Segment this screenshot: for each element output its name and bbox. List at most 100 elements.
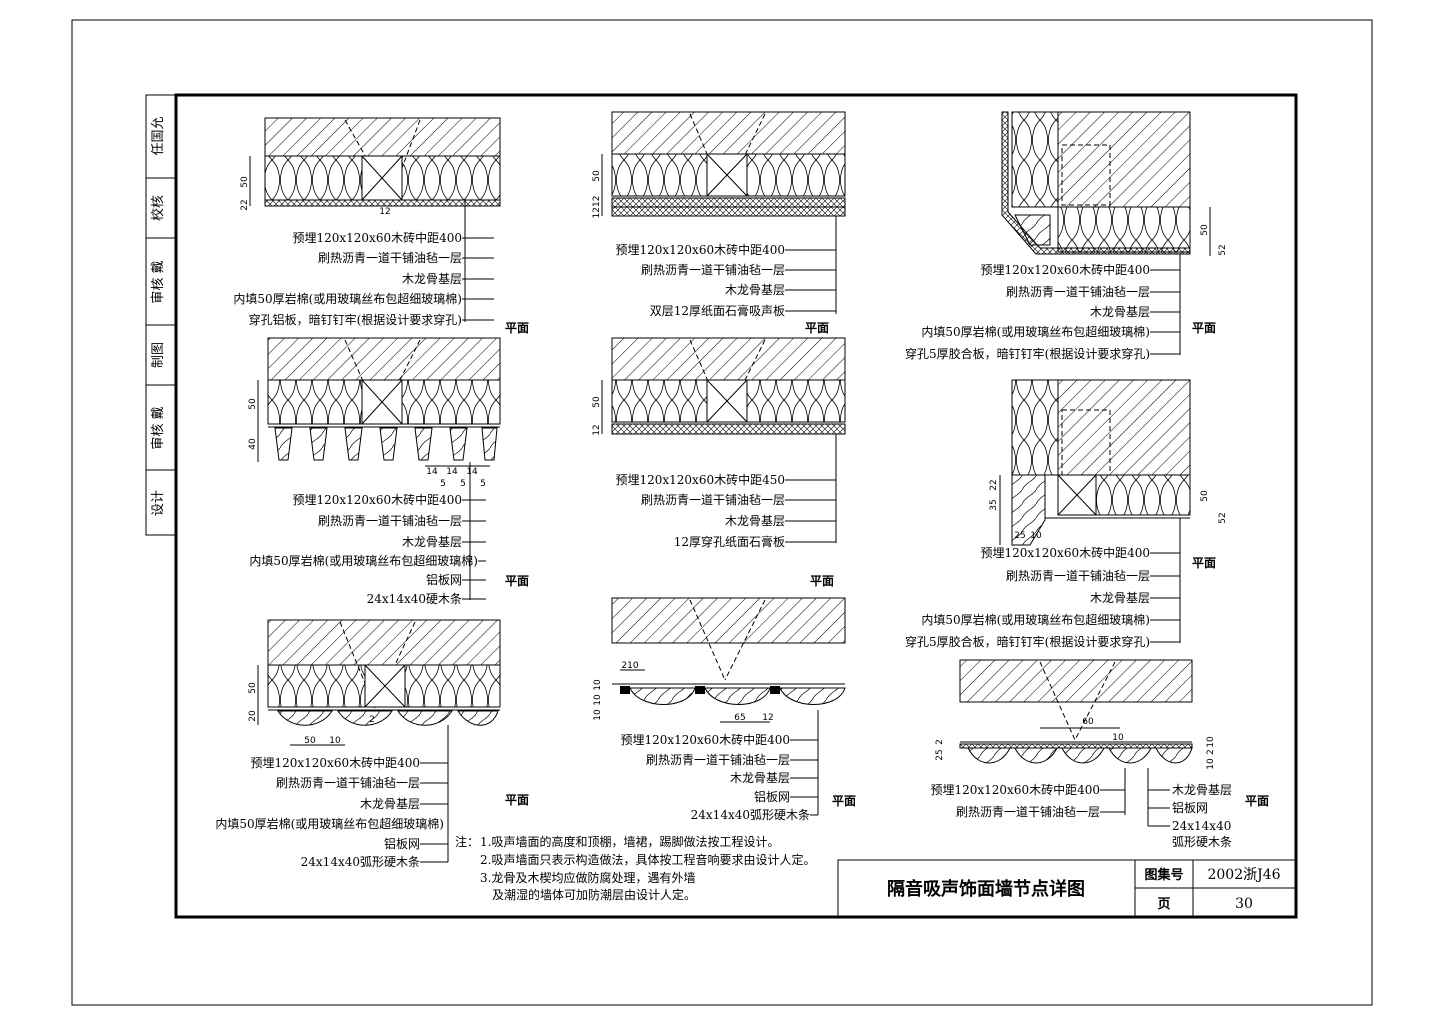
d9-labels-right: 木龙骨基层 铝板网 24x14x40 弧形硬木条 [1148, 783, 1232, 849]
title-block: 隔音吸声饰面墙节点详图 图集号 2002浙J46 页 30 [837, 859, 1297, 918]
d3-dim-3: 50 [304, 736, 316, 746]
d9-dim-2: 25 [935, 749, 945, 760]
d7-label-4: 穿孔5厚胶合板，暗钉钉牢(根据设计要求穿孔) [905, 346, 1150, 361]
d8-labels: 预埋120x120x60木砖中距400 刷热沥青一道干铺油毡一层 木龙骨基层 内… [905, 545, 1180, 649]
note-line-2: 3.龙骨及木楔均应做防腐处理，遇有外墙 [480, 870, 695, 885]
detail-9: 60 10 25 2 10 2 10 预埋120x120x60木砖中距400 刷… [930, 659, 1269, 849]
d1-dim-0: 50 [240, 176, 250, 188]
d2-label-3: 内填50厚岩棉(或用玻璃丝布包超细玻璃棉) [249, 553, 478, 568]
d6-dim-5: 12 [762, 713, 773, 723]
detail-4: 50 1212 预埋120x120x60木砖中距400 刷热沥青一道干铺油毡一层… [592, 111, 846, 335]
d2-dim-4: 14 [466, 467, 478, 477]
d9-dim-4: 10 [1206, 736, 1216, 748]
d4-dim-1: 1212 [592, 196, 602, 219]
d3-label-3: 内填50厚岩棉(或用玻璃丝布包超细玻璃棉) [215, 816, 444, 831]
d8-dim-1: 35 [989, 499, 999, 510]
d8-label-3: 内填50厚岩棉(或用玻璃丝布包超细玻璃棉) [921, 612, 1150, 627]
d6-label-0: 预埋120x120x60木砖中距400 [620, 732, 790, 747]
d2-labels: 预埋120x120x60木砖中距400 刷热沥青一道干铺油毡一层 木龙骨基层 内… [249, 492, 486, 606]
d6-dim-2: 10 [593, 694, 603, 706]
notes: 注： 1.吸声墙面的高度和顶棚，墙裙，踢脚做法按工程设计。 2.吸声墙面只表示构… [455, 834, 815, 902]
d7-dim-1: 52 [1218, 244, 1228, 255]
d5-dim-0: 50 [592, 396, 602, 408]
d9-dim-5: 2 [1206, 749, 1216, 755]
d2-dim-2: 14 [426, 467, 438, 477]
d2-label-4: 铝板网 [426, 572, 462, 587]
d7-plan-label: 平面 [1192, 321, 1216, 335]
d8-label-4: 穿孔5厚胶合板，暗钉钉牢(根据设计要求穿孔) [905, 634, 1150, 649]
d1-dim-1: 22 [240, 199, 250, 210]
d5-dim-1: 12 [592, 424, 602, 435]
d6-dim-3: 10 [593, 709, 603, 721]
d4-labels: 预埋120x120x60木砖中距400 刷热沥青一道干铺油毡一层 木龙骨基层 双… [615, 242, 836, 318]
d2-dim-7: 5 [480, 479, 486, 489]
d8-dim-5: 10 [1030, 531, 1042, 541]
d1-label-3: 内填50厚岩棉(或用玻璃丝布包超细玻璃棉) [233, 291, 462, 306]
d7-label-2: 木龙骨基层 [1090, 305, 1150, 319]
d5-label-3: 12厚穿孔纸面石膏板 [674, 534, 785, 549]
d8-dim-3: 52 [1218, 512, 1228, 523]
d6-label-3: 铝板网 [754, 789, 790, 804]
d9-label-right-2: 24x14x40 [1172, 819, 1231, 833]
d5-plan-label: 平面 [810, 574, 834, 588]
d9-label-left-1: 刷热沥青一道干铺油毡一层 [956, 805, 1100, 819]
d3-dim-1: 20 [248, 710, 258, 722]
detail-7: 50 52 预埋120x120x60木砖中距400 刷热沥青一道干铺油毡一层 木… [905, 111, 1228, 361]
d2-label-2: 木龙骨基层 [402, 535, 462, 549]
d6-label-1: 刷热沥青一道干铺油毡一层 [646, 753, 790, 767]
d4-dim-0: 50 [592, 170, 602, 182]
d3-dim-4: 10 [329, 736, 341, 746]
detail-2: 50 40 14 14 14 5 5 5 预埋120x120x60木砖中距400… [248, 337, 529, 606]
d7-label-1: 刷热沥青一道干铺油毡一层 [1006, 285, 1150, 299]
d8-label-1: 刷热沥青一道干铺油毡一层 [1006, 569, 1150, 583]
d3-label-0: 预埋120x120x60木砖中距400 [250, 755, 420, 770]
d3-label-1: 刷热沥青一道干铺油毡一层 [276, 776, 420, 790]
d3-dim-0: 50 [248, 682, 258, 694]
d6-labels: 预埋120x120x60木砖中距400 刷热沥青一道干铺油毡一层 木龙骨基层 铝… [620, 732, 818, 822]
d1-dim-2: 12 [379, 207, 390, 217]
d4-label-3: 双层12厚纸面石膏吸声板 [650, 303, 785, 318]
d4-label-1: 刷热沥青一道干铺油毡一层 [641, 263, 785, 277]
page-number: 30 [1235, 896, 1253, 912]
d7-label-0: 预埋120x120x60木砖中距400 [980, 262, 1150, 277]
d3-dim-2: 2 [369, 715, 375, 725]
d1-plan-label: 平面 [505, 321, 529, 335]
notes-prefix: 注： [455, 834, 479, 849]
d3-label-2: 木龙骨基层 [360, 797, 420, 811]
note-line-1: 2.吸声墙面只表示构造做法，具体按工程音响要求由设计人定。 [480, 852, 815, 867]
d9-label-left-0: 预埋120x120x60木砖中距400 [930, 782, 1100, 797]
atlas-number: 2002浙J46 [1207, 867, 1280, 883]
drawing-title: 隔音吸声饰面墙节点详图 [887, 878, 1085, 900]
d2-dim-0: 50 [248, 398, 258, 410]
d8-plan-label: 平面 [1192, 556, 1216, 570]
note-line-0: 1.吸声墙面的高度和顶棚，墙裙，踢脚做法按工程设计。 [480, 834, 779, 849]
d9-dim-3: 2 [935, 739, 945, 745]
d1-label-4: 穿孔铝板，暗钉钉牢(根据设计要求穿孔) [249, 312, 462, 327]
signature-column: 任国允 校核 审核 戴 制图 审核 戴 设计 [145, 94, 177, 536]
atlas-label: 图集号 [1144, 867, 1183, 883]
d5-label-0: 预埋120x120x60木砖中距450 [615, 472, 785, 487]
outer-border [71, 19, 1373, 1006]
detail-8: 22 35 50 52 25 10 预埋120x120x60木砖中距400 刷热… [905, 379, 1228, 649]
d3-label-4: 铝板网 [384, 836, 420, 851]
d6-label-4: 24x14x40弧形硬木条 [691, 808, 810, 822]
d2-dim-3: 14 [446, 467, 458, 477]
d6-dim-0: 210 [621, 661, 638, 671]
d9-dim-0: 60 [1082, 717, 1094, 727]
d7-labels: 预埋120x120x60木砖中距400 刷热沥青一道干铺油毡一层 木龙骨基层 内… [905, 262, 1180, 361]
detail-6: 210 10 10 10 65 12 预埋120x120x60木砖中距400 刷… [593, 597, 856, 822]
d9-dim-1: 10 [1112, 733, 1124, 743]
sig-1: 校核 [150, 195, 166, 221]
detail-3: 50 20 2 50 10 预埋120x120x60木砖中距400 刷热沥青一道… [215, 619, 529, 869]
d4-plan-label: 平面 [805, 321, 829, 335]
d1-label-0: 预埋120x120x60木砖中距400 [292, 230, 462, 245]
d4-label-0: 预埋120x120x60木砖中距400 [615, 242, 785, 257]
d6-label-2: 木龙骨基层 [730, 771, 790, 785]
d9-label-right-3: 弧形硬木条 [1172, 835, 1232, 849]
d7-label-3: 内填50厚岩棉(或用玻璃丝布包超细玻璃棉) [921, 324, 1150, 339]
d8-dim-4: 25 [1014, 531, 1025, 541]
d9-dim-6: 10 [1206, 758, 1216, 770]
detail-1: 50 22 12 预埋120x120x60木砖中距400 刷热沥青一道干铺油毡一… [233, 117, 529, 335]
d3-label-5: 24x14x40弧形硬木条 [301, 855, 420, 869]
d9-label-right-1: 铝板网 [1172, 800, 1208, 815]
